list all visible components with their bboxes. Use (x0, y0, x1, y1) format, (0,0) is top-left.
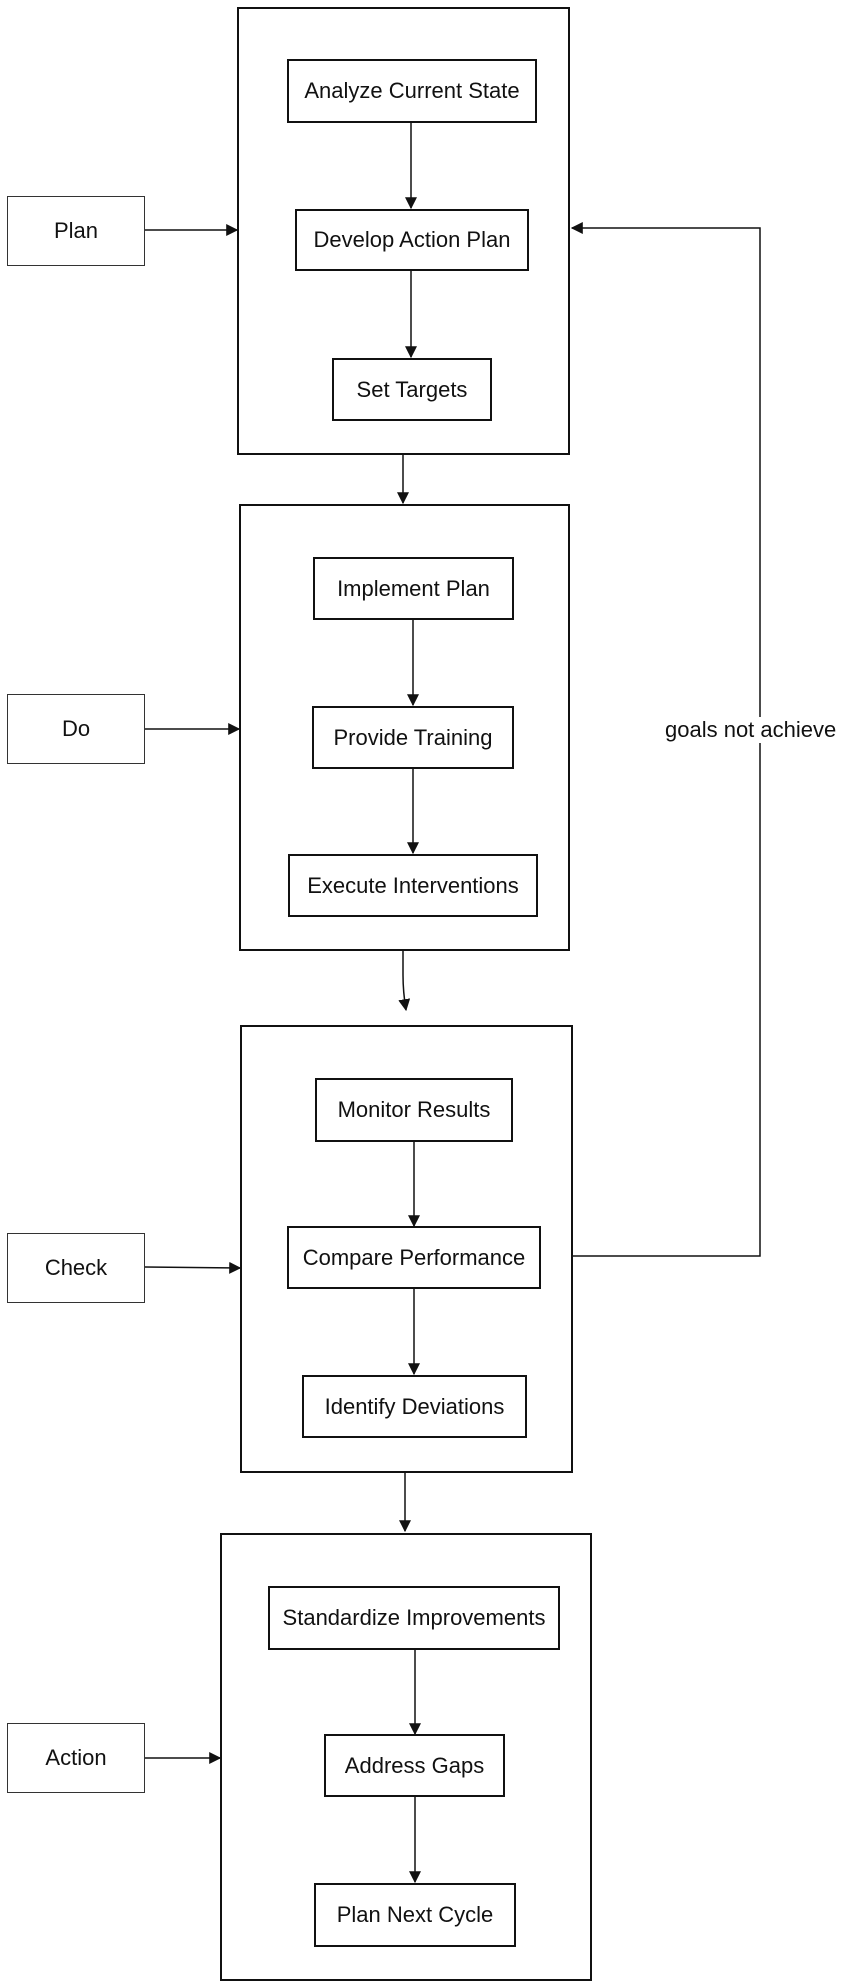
step-execute-interventions: Execute Interventions (288, 854, 538, 917)
do-to-check-arrow (398, 951, 411, 1012)
action-group (220, 1533, 592, 1981)
step-plan-next-cycle: Plan Next Cycle (314, 1883, 516, 1947)
phase-plan: Plan (7, 196, 145, 266)
step-develop-action-plan: Develop Action Plan (295, 209, 529, 271)
do-group (239, 504, 570, 951)
step-identify-deviations: Identify Deviations (302, 1375, 527, 1438)
check-phase-arrow (144, 1261, 242, 1274)
phase-check: Check (7, 1233, 145, 1303)
step-compare-performance: Compare Performance (287, 1226, 541, 1289)
step-monitor-results: Monitor Results (315, 1078, 513, 1142)
phase-do: Do (7, 694, 145, 764)
feedback-label: goals not achieve (663, 717, 839, 743)
plan-group (237, 7, 570, 455)
step-set-targets: Set Targets (332, 358, 492, 421)
step-provide-training: Provide Training (312, 706, 514, 769)
step-address-gaps: Address Gaps (324, 1734, 505, 1797)
check-group (240, 1025, 573, 1473)
phase-action: Action (7, 1723, 145, 1793)
step-implement-plan: Implement Plan (313, 557, 514, 620)
step-standardize-improvements: Standardize Improvements (268, 1586, 560, 1650)
step-analyze-current-state: Analyze Current State (287, 59, 537, 123)
